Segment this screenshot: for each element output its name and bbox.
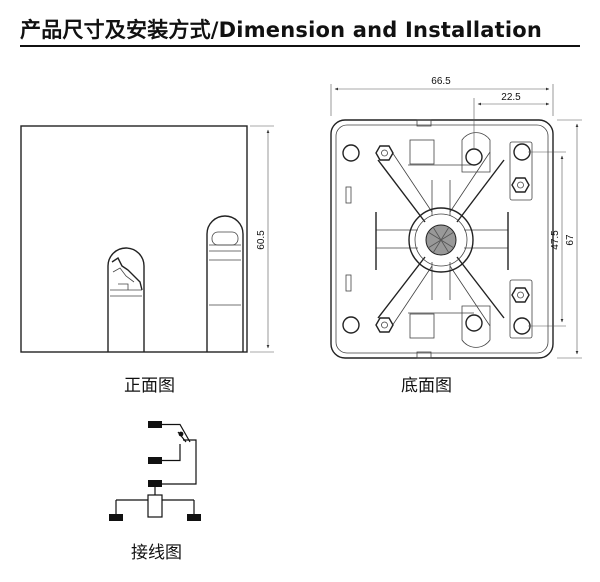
bottom-view-ribs [375, 151, 509, 327]
terminal-2 [148, 457, 162, 464]
bottom-view-dimensions [330, 84, 582, 359]
front-terminal-right [206, 215, 244, 352]
bottom-height-label: 67 [565, 234, 576, 246]
front-height-label: 60.5 [256, 230, 267, 250]
page-title: 产品尺寸及安装方式/Dimension and Installation [20, 18, 543, 42]
front-height-dimension [250, 125, 274, 353]
bottom-offset-label: 22.5 [501, 92, 521, 103]
bottom-view-caption: 底面图 [401, 376, 452, 396]
front-view-caption: 正面图 [124, 376, 175, 396]
front-view-body [20, 125, 248, 353]
front-view-drawing [20, 125, 274, 353]
bottom-view-inner-wall [335, 124, 549, 354]
bottom-view-mount-holes [342, 132, 531, 348]
title-underline [20, 45, 580, 47]
bottom-width-label: 66.5 [431, 76, 451, 87]
bottom-inner-label: 47.5 [550, 230, 561, 250]
terminal-3 [148, 480, 162, 487]
bottom-view-slots [345, 119, 533, 359]
wiring-diagram [109, 421, 201, 521]
bottom-view-body [330, 119, 554, 359]
bottom-view-center-hub [408, 207, 474, 273]
wiring-caption: 接线图 [131, 543, 182, 563]
terminal-1 [148, 421, 162, 428]
terminal-4 [109, 514, 123, 521]
coil-symbol [147, 494, 163, 518]
bottom-view-drawing [330, 84, 582, 359]
bottom-view-screws [375, 145, 530, 333]
front-terminal-left [107, 247, 145, 352]
terminal-5 [187, 514, 201, 521]
